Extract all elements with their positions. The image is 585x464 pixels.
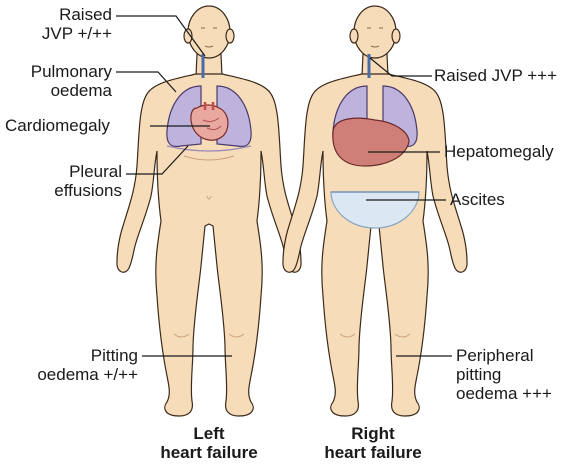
label-pleural-effusions: Pleural effusions [54, 162, 122, 200]
label-line: Ascites [450, 190, 505, 209]
label-line: Pitting [37, 346, 138, 365]
label-ascites: Ascites [450, 190, 505, 209]
label-line: Hepatomegaly [444, 142, 554, 161]
label-line: oedema +/++ [37, 365, 138, 384]
label-line: Raised JVP +++ [434, 66, 557, 85]
label-raised-jvp-right: Raised JVP +++ [434, 66, 557, 85]
label-line: JVP +/++ [42, 24, 112, 43]
caption-line: heart failure [293, 443, 453, 462]
label-line: effusions [54, 181, 122, 200]
label-line: Pulmonary [31, 62, 112, 81]
caption-right-heart-failure: Right heart failure [293, 424, 453, 462]
label-pulmonary-oedema: Pulmonary oedema [31, 62, 112, 100]
label-line: Pleural [54, 162, 122, 181]
label-line: Cardiomegaly [5, 116, 110, 135]
label-hepatomegaly: Hepatomegaly [444, 142, 554, 161]
label-line: pitting [456, 365, 552, 384]
label-pitting-oedema: Pitting oedema +/++ [37, 346, 138, 384]
label-line: oedema +++ [456, 384, 552, 403]
caption-left-heart-failure: Left heart failure [129, 424, 289, 462]
left-body-figure [117, 6, 301, 416]
label-line: Peripheral [456, 346, 552, 365]
label-raised-jvp-left: Raised JVP +/++ [42, 5, 112, 43]
label-cardiomegaly: Cardiomegaly [5, 116, 110, 135]
caption-line: Right [293, 424, 453, 443]
label-peripheral-pitting-oedema: Peripheral pitting oedema +++ [456, 346, 552, 403]
caption-line: heart failure [129, 443, 289, 462]
caption-line: Left [129, 424, 289, 443]
label-line: oedema [31, 81, 112, 100]
label-line: Raised [42, 5, 112, 24]
